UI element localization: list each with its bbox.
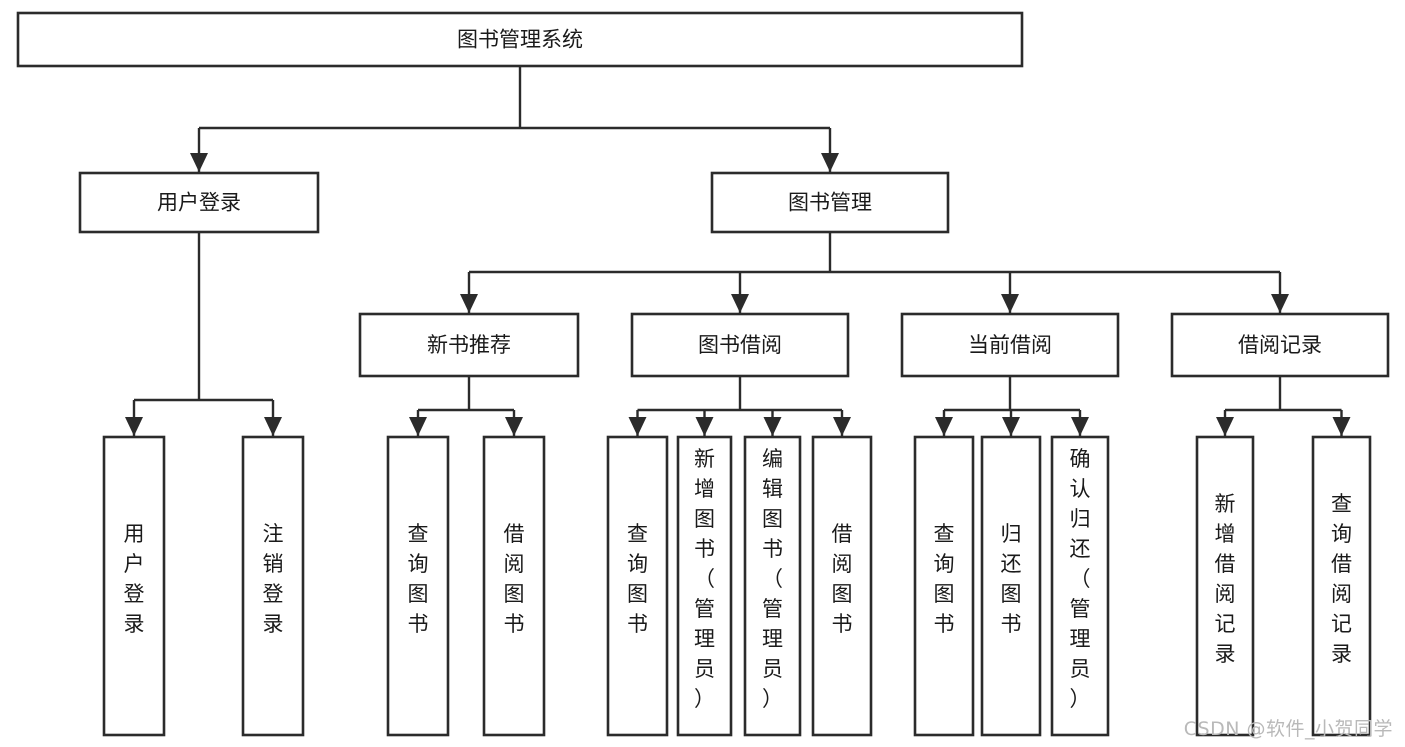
arrow-head-icon [264, 417, 282, 436]
node-box [676, 435, 733, 737]
node-label: 确认归还（管理员） [1070, 447, 1091, 711]
node-user-login[interactable]: 用户登录 [78, 171, 320, 234]
arrow-head-icon [1332, 417, 1351, 436]
arrow-head-icon [1216, 417, 1234, 436]
node-box [1311, 435, 1372, 737]
node-box [900, 312, 1120, 378]
node-leaf-add-book[interactable]: 新增图书（管理员） [676, 435, 733, 737]
node-root[interactable]: 图书管理系统 [16, 11, 1024, 68]
node-label: 查询图书 [627, 522, 648, 636]
arrow-head-icon [935, 417, 953, 436]
arrow-head-icon [460, 294, 478, 313]
node-box [606, 435, 669, 737]
connectors-layer [125, 66, 1351, 436]
arrow-head-icon [695, 417, 714, 436]
node-box [980, 435, 1042, 737]
node-leaf-confirm-return[interactable]: 确认归还（管理员） [1050, 435, 1110, 737]
node-box [630, 312, 850, 378]
node-leaf-query-record[interactable]: 查询借阅记录 [1311, 435, 1372, 737]
node-label: 用户登录 [124, 522, 145, 636]
node-label: 查询图书 [934, 522, 955, 636]
node-box [16, 11, 1024, 68]
node-box [913, 435, 975, 737]
node-leaf-borrow-book-1[interactable]: 借阅图书 [482, 435, 546, 737]
node-box [1195, 435, 1255, 737]
node-box [811, 435, 873, 737]
csdn-watermark: CSDN @软件_小贺同学 [1183, 718, 1393, 740]
node-leaf-add-record[interactable]: 新增借阅记录 [1195, 435, 1255, 737]
node-box [78, 171, 320, 234]
arrow-head-icon [1271, 294, 1289, 313]
node-label: 借阅图书 [504, 522, 525, 636]
node-leaf-return-book[interactable]: 归还图书 [980, 435, 1042, 737]
node-leaf-query-book-3[interactable]: 查询图书 [913, 435, 975, 737]
node-leaf-user-logout[interactable]: 注销登录 [241, 435, 305, 737]
node-box [1170, 312, 1390, 378]
arrow-head-icon [1001, 294, 1019, 313]
node-label: 借阅图书 [832, 522, 853, 636]
node-box [710, 171, 950, 234]
node-label: 归还图书 [1001, 522, 1022, 636]
arrow-head-icon [190, 153, 208, 172]
node-new-book-recommend[interactable]: 新书推荐 [358, 312, 580, 378]
node-current-borrow[interactable]: 当前借阅 [900, 312, 1120, 378]
node-leaf-query-book-2[interactable]: 查询图书 [606, 435, 669, 737]
node-label: 查询图书 [408, 522, 429, 636]
arrow-head-icon [505, 417, 523, 436]
node-label: 注销登录 [263, 522, 284, 636]
node-label: 用户登录 [157, 191, 241, 215]
node-label: 编辑图书（管理员） [762, 447, 783, 711]
arrow-head-icon [409, 417, 427, 436]
node-label: 新增借阅记录 [1215, 492, 1236, 666]
arrow-head-icon [833, 417, 851, 436]
arrow-head-icon [821, 153, 839, 172]
node-leaf-borrow-book-2[interactable]: 借阅图书 [811, 435, 873, 737]
arrow-head-icon [628, 417, 647, 436]
arrow-head-icon [1071, 417, 1089, 436]
node-box [102, 435, 166, 737]
node-box [1050, 435, 1110, 737]
node-box [241, 435, 305, 737]
arrow-head-icon [731, 294, 749, 313]
node-label: 新增图书（管理员） [694, 447, 715, 711]
nodes-layer: 图书管理系统用户登录图书管理新书推荐图书借阅当前借阅借阅记录用户登录注销登录查询… [16, 11, 1390, 737]
node-label: 图书管理系统 [457, 28, 583, 52]
node-label: 查询借阅记录 [1331, 492, 1352, 666]
node-box [482, 435, 546, 737]
node-box [743, 435, 802, 737]
node-label: 图书借阅 [698, 333, 782, 357]
node-label: 图书管理 [788, 191, 872, 215]
node-book-borrow[interactable]: 图书借阅 [630, 312, 850, 378]
node-leaf-edit-book[interactable]: 编辑图书（管理员） [743, 435, 802, 737]
node-box [358, 312, 580, 378]
node-label: 当前借阅 [968, 333, 1052, 357]
node-leaf-query-book-1[interactable]: 查询图书 [386, 435, 450, 737]
node-label: 新书推荐 [427, 333, 511, 357]
node-label: 借阅记录 [1238, 333, 1322, 357]
node-borrow-record[interactable]: 借阅记录 [1170, 312, 1390, 378]
arrow-head-icon [125, 417, 143, 436]
arrow-head-icon [1002, 417, 1020, 436]
node-box [386, 435, 450, 737]
node-leaf-user-login[interactable]: 用户登录 [102, 435, 166, 737]
arrow-head-icon [763, 417, 782, 436]
node-book-manage[interactable]: 图书管理 [710, 171, 950, 234]
